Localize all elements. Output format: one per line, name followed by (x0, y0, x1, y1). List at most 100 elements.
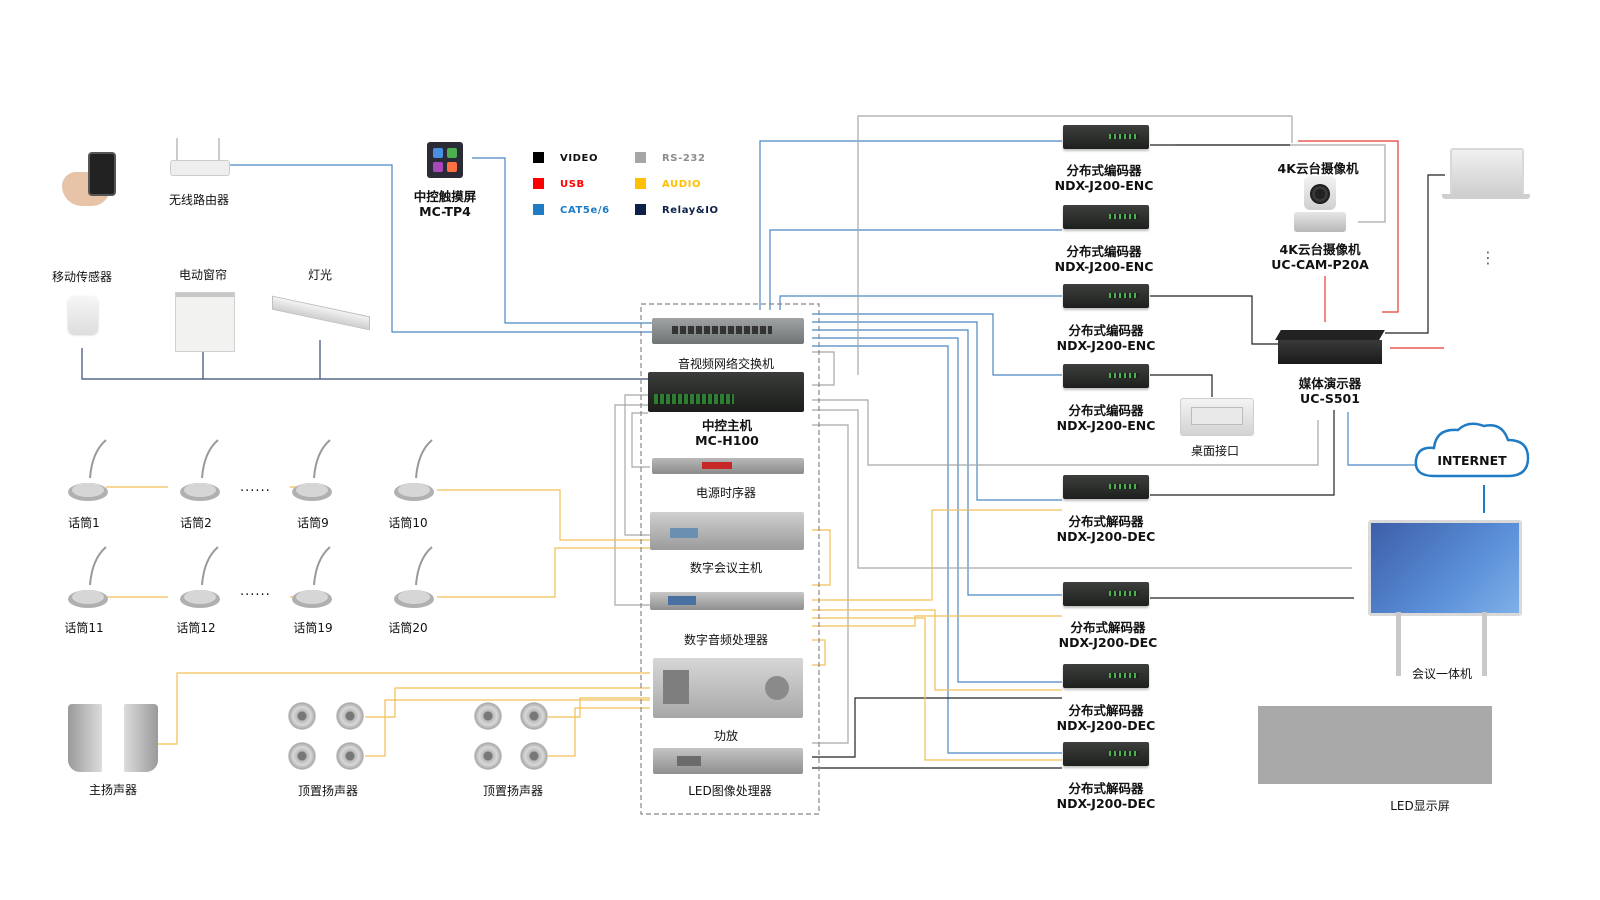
encoder-icon (1063, 364, 1149, 388)
encoder-name: 分布式编码器 (1066, 163, 1142, 178)
light-label: 灯光 (307, 268, 333, 282)
encoder-icon (1063, 205, 1149, 229)
led-screen-icon (1258, 706, 1492, 784)
legend-swatch-audio (635, 178, 646, 189)
internet-label: INTERNET (1437, 453, 1507, 468)
control-host-icon (648, 372, 804, 412)
presenter-label: 媒体演示器 UC-S501 (1299, 376, 1362, 406)
encoder-model: NDX-J200-ENC (1054, 178, 1154, 193)
light-icon (272, 295, 370, 336)
ceiling-speaker-label: 顶置扬声器 (482, 784, 544, 798)
dsp-label: 数字音频处理器 (683, 633, 769, 647)
decoder-icon (1063, 664, 1149, 688)
decoder-model: NDX-J200-DEC (1056, 796, 1156, 811)
power-sequencer-label: 电源时序器 (695, 486, 757, 500)
camera-icon (1294, 176, 1346, 234)
amplifier-label: 功放 (713, 729, 739, 743)
camera-top-label: 4K云台摄像机 (1277, 161, 1359, 176)
desk-port-label: 桌面接口 (1190, 444, 1240, 458)
control-host-name: 中控主机 (701, 418, 752, 433)
mic-label: 话筒20 (388, 621, 428, 635)
internet-cloud-icon (1414, 422, 1530, 478)
led-processor-label: LED图像处理器 (688, 784, 772, 798)
decoder-label: 分布式解码器 NDX-J200-DEC (1057, 781, 1156, 811)
mic-label: 话筒1 (68, 516, 100, 530)
encoder-label: 分布式编码器 NDX-J200-ENC (1055, 244, 1154, 274)
presenter-model: UC-S501 (1300, 391, 1360, 406)
camera-name: 4K云台摄像机 (1279, 242, 1361, 257)
laptop-icon (1442, 148, 1530, 202)
rack-outline (640, 303, 820, 815)
conference-host-icon (650, 512, 804, 550)
mic-icon (178, 438, 220, 502)
ceiling-speaker-icon (474, 742, 502, 770)
ceiling-speaker-icon (288, 702, 316, 730)
mic-label: 话筒19 (293, 621, 333, 635)
camera-label: 4K云台摄像机 UC-CAM-P20A (1271, 242, 1369, 272)
touch-panel-name: 中控触摸屏 (413, 189, 477, 204)
legend-swatch-rs232 (635, 152, 646, 163)
mic-label: 话筒10 (388, 516, 428, 530)
mic-icon (66, 438, 108, 502)
mic-label: 话筒11 (64, 621, 104, 635)
curtain-icon (175, 292, 235, 352)
mic-icon (290, 438, 332, 502)
motion-sensor-label: 移动传感器 (51, 270, 113, 284)
decoder-name: 分布式解码器 (1068, 781, 1144, 796)
dsp-icon (650, 592, 804, 610)
legend-label-video: VIDEO (560, 153, 599, 164)
touch-panel-model: MC-TP4 (419, 204, 471, 219)
main-speaker-icon (68, 704, 158, 774)
audio-lines (106, 486, 1062, 761)
legend-label-rs232: RS-232 (662, 153, 706, 164)
control-host-model: MC-H100 (695, 433, 759, 448)
camera-model: UC-CAM-P20A (1271, 257, 1369, 272)
encoder-icon (1063, 125, 1149, 149)
decoder-icon (1063, 742, 1149, 766)
power-sequencer-icon (652, 458, 804, 474)
ceiling-speaker-icon (336, 742, 364, 770)
legend-label-cat: CAT5e/6 (560, 205, 610, 216)
router-icon (170, 138, 230, 178)
usb-lines (1298, 140, 1444, 349)
encoder-model: NDX-J200-ENC (1056, 418, 1156, 433)
encoder-label: 分布式编码器 NDX-J200-ENC (1057, 403, 1156, 433)
phone-icon (62, 150, 122, 210)
encoder-icon (1063, 284, 1149, 308)
presenter-icon (1275, 330, 1385, 368)
motion-sensor-icon (68, 296, 98, 334)
legend-swatch-video (533, 152, 544, 163)
legend-label-audio: AUDIO (662, 179, 702, 190)
encoder-name: 分布式编码器 (1068, 323, 1144, 338)
decoder-model: NDX-J200-DEC (1056, 529, 1156, 544)
touch-panel-label: 中控触摸屏 MC-TP4 (414, 189, 477, 219)
relay-lines (81, 340, 650, 380)
router-label: 无线路由器 (168, 193, 230, 207)
mic-icon (392, 438, 434, 502)
mic-icon (66, 545, 108, 609)
ceiling-speaker-icon (288, 742, 316, 770)
conference-host-label: 数字会议主机 (689, 561, 763, 575)
mics-row1-ellipsis: ...... (240, 480, 271, 495)
decoder-name: 分布式解码器 (1068, 703, 1144, 718)
main-speaker-label: 主扬声器 (88, 783, 138, 797)
decoder-icon (1063, 475, 1149, 499)
ceiling-speaker-label: 顶置扬声器 (297, 784, 359, 798)
legend-label-usb: USB (560, 179, 585, 190)
encoder-label: 分布式编码器 NDX-J200-ENC (1057, 323, 1156, 353)
decoder-model: NDX-J200-DEC (1058, 635, 1158, 650)
switch-label: 音视频网络交换机 (677, 357, 775, 371)
touch-panel-icon (427, 142, 463, 178)
network-switch-icon (652, 318, 804, 344)
encoder-model: NDX-J200-ENC (1054, 259, 1154, 274)
ceiling-speaker-icon (474, 702, 502, 730)
presenter-name: 媒体演示器 (1298, 376, 1362, 391)
encoder-name: 分布式编码器 (1066, 244, 1142, 259)
video-lines (812, 144, 1485, 769)
mic-label: 话筒2 (180, 516, 212, 530)
led-screen-label: LED显示屏 (1390, 799, 1450, 813)
meeting-display-label: 会议一体机 (1411, 667, 1473, 681)
legend-label-relay: Relay&IO (662, 205, 719, 216)
curtain-label: 电动窗帘 (178, 268, 228, 282)
